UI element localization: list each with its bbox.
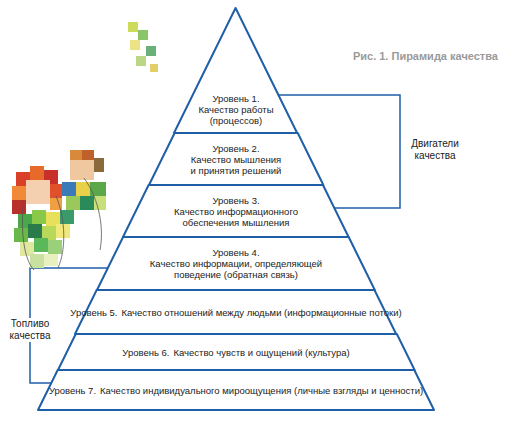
mosaic-pixel xyxy=(30,254,44,268)
pyramid-level: Уровень 3.Качество информационного обесп… xyxy=(123,185,349,237)
level-description: Качество информации, определяющей поведе… xyxy=(128,258,343,280)
mosaic-pixel xyxy=(82,150,94,160)
mosaic-pixel xyxy=(44,254,58,266)
pyramid-level: Уровень 2.Качество мышления и принятия р… xyxy=(149,133,323,185)
pyramid-level: Уровень 1.Качество работы (процессов) xyxy=(174,8,297,133)
level-content: Уровень 1.Качество работы (процессов) xyxy=(174,8,297,133)
pyramid-level: Уровень 4.Качество информации, определяю… xyxy=(97,237,375,290)
level-content: Уровень 3.Качество информационного обесп… xyxy=(123,185,349,237)
level-content: Уровень 5.Качество отношений между людьм… xyxy=(75,290,396,334)
level-number: Уровень 2. xyxy=(212,143,259,154)
mosaic-pixel xyxy=(70,150,82,160)
level-band xyxy=(58,334,415,370)
level-description: Качество чувств и ощущений (культура) xyxy=(173,347,349,358)
mosaic-pixel xyxy=(70,160,94,180)
mosaic-pixel xyxy=(42,226,56,240)
level-content: Уровень 6. Качество чувств и ощущений (ку… xyxy=(58,334,415,370)
mosaic-pixel xyxy=(20,242,34,256)
mosaic-pixel xyxy=(12,186,26,200)
level-content: Уровень 4.Качество информации, определяю… xyxy=(97,237,375,290)
mosaic-pixel xyxy=(32,210,46,224)
pyramid-level: Уровень 5.Качество отношений между людьм… xyxy=(75,290,396,334)
pyramid-level: Уровень 7. Качество индивидуального мироо… xyxy=(38,370,434,410)
mosaic-pixel xyxy=(128,22,138,32)
mosaic-pixel xyxy=(50,184,62,198)
level-description: Качество отношений между людьми (информа… xyxy=(122,307,402,318)
level-band xyxy=(38,370,434,410)
mosaic-pixel xyxy=(50,198,62,210)
mosaic-pixel xyxy=(150,64,158,72)
mosaic-pixel xyxy=(94,158,104,172)
level-number: Уровень 3. xyxy=(212,195,259,206)
pyramid-level: Уровень 6. Качество чувств и ощущений (ку… xyxy=(58,334,415,370)
mosaic-pixel xyxy=(48,240,62,254)
mosaic-pixel xyxy=(130,40,140,50)
mosaic-pixel xyxy=(18,214,32,228)
mosaic-pixel xyxy=(60,210,74,224)
mosaic-pixel xyxy=(94,196,106,210)
bracket-label: Топливо качества xyxy=(2,318,58,342)
level-band xyxy=(123,185,349,237)
level-number: Уровень 1. xyxy=(212,93,259,104)
level-number: Уровень 6. xyxy=(122,347,169,358)
level-description: Качество индивидуального мироощущения (л… xyxy=(100,385,423,396)
mosaic-pixel xyxy=(80,196,94,210)
mosaic-pixel xyxy=(66,196,80,210)
mosaic-pixel xyxy=(30,166,44,180)
mosaic-pixel xyxy=(14,228,28,242)
level-number: Уровень 5. xyxy=(70,307,117,318)
mosaic-pixel xyxy=(26,180,50,204)
mosaic-pixel xyxy=(46,212,60,226)
mosaic-pixel xyxy=(90,182,106,196)
mosaic-pixel xyxy=(16,172,30,186)
figure-outline xyxy=(22,178,101,270)
level-band xyxy=(149,133,323,185)
mosaic-pixel xyxy=(12,200,26,214)
level-number: Уровень 4. xyxy=(212,247,259,258)
mosaic-pixel xyxy=(138,30,148,40)
level-description: Качество информационного обеспечения мыш… xyxy=(161,206,311,228)
level-content: Уровень 7. Качество индивидуального мироо… xyxy=(38,370,434,410)
mosaic-pixel xyxy=(62,182,76,196)
level-band xyxy=(97,237,375,290)
mosaic-pixel xyxy=(56,224,70,238)
mosaic-pixel xyxy=(76,182,90,196)
mosaic-pixel xyxy=(28,224,42,238)
level-content: Уровень 2.Качество мышления и принятия р… xyxy=(149,133,323,185)
level-description: Качество работы (процессов) xyxy=(186,104,286,126)
mosaic-pixel xyxy=(146,46,156,56)
figure-title: Рис. 1. Пирамида качества xyxy=(318,50,498,62)
mosaic-pixel xyxy=(44,170,58,184)
level-number: Уровень 7. xyxy=(49,385,96,396)
bracket-label: Двигатели качества xyxy=(404,138,466,162)
mosaic-pixel xyxy=(34,238,48,252)
level-description: Качество мышления и принятия решений xyxy=(176,154,296,176)
level-band xyxy=(174,8,297,133)
mosaic-pixel xyxy=(136,56,146,66)
